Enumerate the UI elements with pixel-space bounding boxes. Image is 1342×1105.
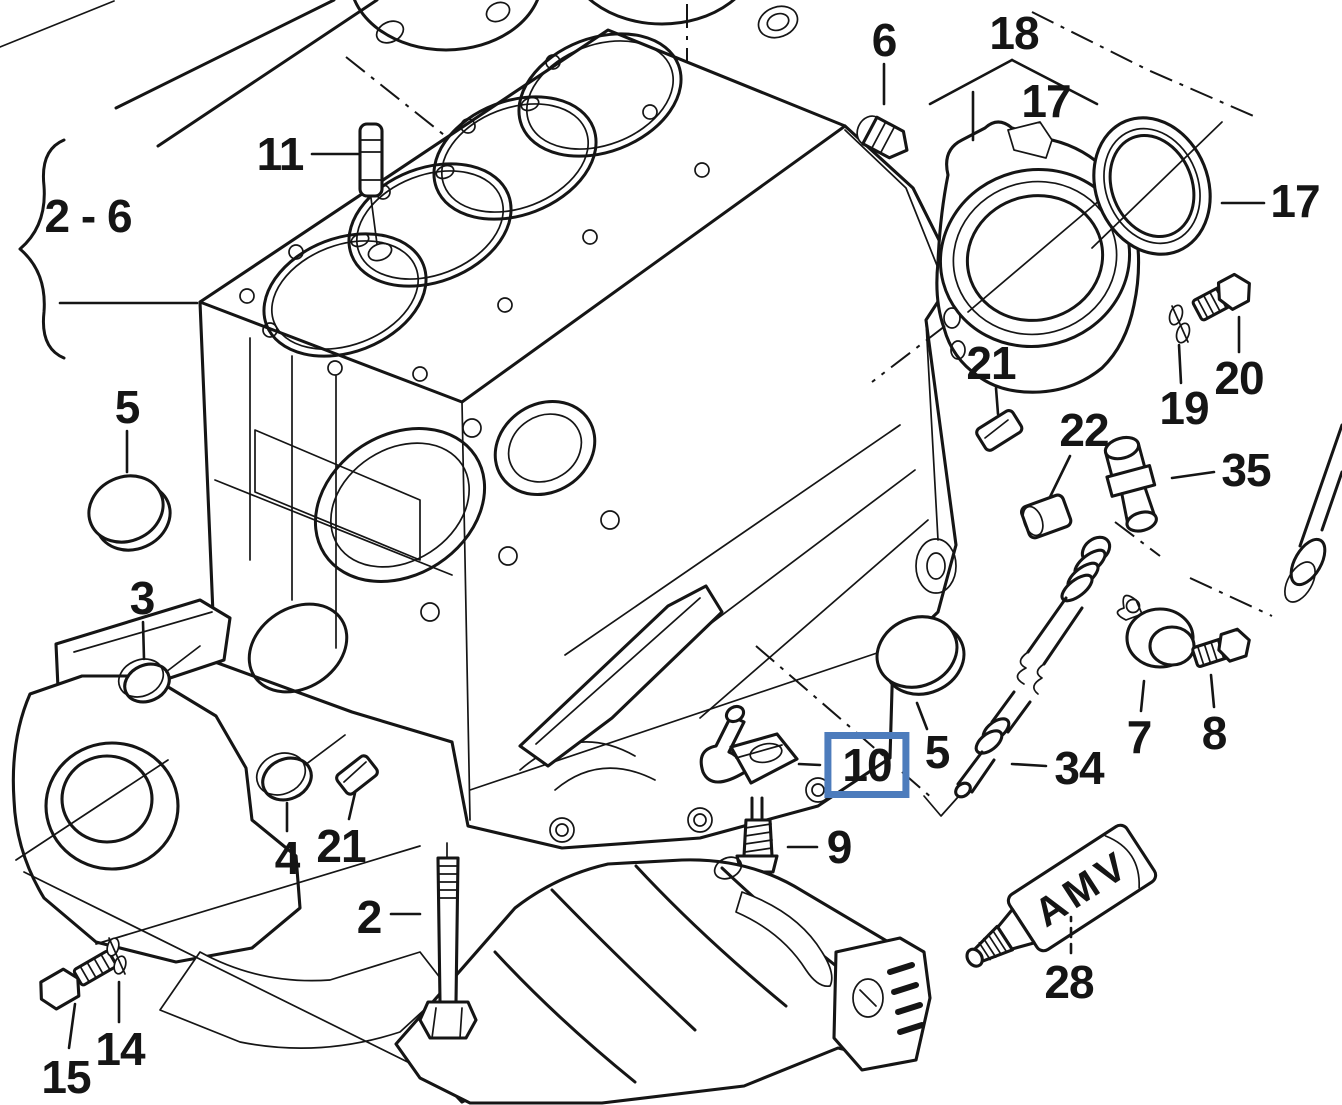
- speed-sensor-7: [1116, 594, 1196, 669]
- seal-ring-5-left: [87, 474, 172, 552]
- callout-5-left[interactable]: 5: [114, 381, 141, 433]
- callout-2[interactable]: 2: [356, 891, 383, 943]
- nozzle-valve-bolt-9: [735, 796, 779, 880]
- dowel-sleeve-22: [1019, 493, 1073, 540]
- oil-spray-nozzle-10: [699, 704, 799, 785]
- callout-28[interactable]: 28: [1044, 956, 1094, 1008]
- callout-21-left[interactable]: 21: [316, 820, 366, 872]
- callout-17-group[interactable]: 17: [1021, 75, 1071, 127]
- oil-baffle-tray: [394, 856, 932, 1105]
- callout-11[interactable]: 11: [256, 128, 305, 180]
- callout-35[interactable]: 35: [1221, 444, 1271, 496]
- callout-19[interactable]: 19: [1159, 382, 1209, 434]
- callout-10[interactable]: 10: [824, 732, 910, 798]
- oil-pressure-valve-35: [1103, 435, 1273, 617]
- callout-5-right[interactable]: 5: [924, 726, 951, 778]
- callout-34[interactable]: 34: [1054, 742, 1104, 794]
- callout-17-seal[interactable]: 17: [1270, 175, 1320, 227]
- clip-14: [106, 937, 127, 975]
- group-brace-2-6: [18, 138, 66, 360]
- bolt-8: [1191, 627, 1251, 668]
- callout-18[interactable]: 18: [989, 7, 1039, 59]
- guide-tube-right-edge: [1284, 423, 1342, 603]
- fitting-pin-11: [358, 122, 393, 262]
- block-front-openings: [247, 399, 620, 694]
- retaining-clip-19: [1168, 304, 1191, 344]
- callout-3[interactable]: 3: [129, 572, 156, 624]
- core-plug-4: [255, 734, 346, 802]
- block-mounting-arm: [844, 129, 957, 594]
- callout-4[interactable]: 4: [274, 832, 301, 884]
- callout-9[interactable]: 9: [826, 821, 853, 873]
- sealing-plug-6: [856, 115, 909, 160]
- callout-group-2-6[interactable]: 2 - 6: [44, 190, 132, 242]
- crank-seal-ring: [1091, 116, 1223, 256]
- callout-8[interactable]: 8: [1201, 707, 1228, 759]
- cylinder-bores: [262, 32, 683, 358]
- callout-21-right[interactable]: 21: [966, 337, 1016, 389]
- callout-7[interactable]: 7: [1126, 711, 1153, 763]
- block-left-face: [214, 337, 453, 649]
- callout-6[interactable]: 6: [871, 14, 898, 66]
- callout-20[interactable]: 20: [1214, 352, 1264, 404]
- dowel-pin-21-left: [335, 754, 379, 796]
- rear-seal-flange: [871, 11, 1259, 394]
- callout-14[interactable]: 14: [95, 1023, 145, 1075]
- callout-22[interactable]: 22: [1059, 404, 1109, 456]
- core-plug-3: [117, 645, 201, 704]
- dowel-pin-21-right: [975, 409, 1024, 452]
- dipstick-tube-34: [954, 535, 1112, 799]
- seal-ring-5-right: [875, 615, 966, 696]
- block-bolt-2: [418, 842, 478, 1040]
- engine-block: [198, 28, 959, 850]
- bolt-15: [39, 949, 118, 1011]
- callout-15[interactable]: 15: [41, 1051, 91, 1103]
- bolt-20: [1191, 272, 1251, 322]
